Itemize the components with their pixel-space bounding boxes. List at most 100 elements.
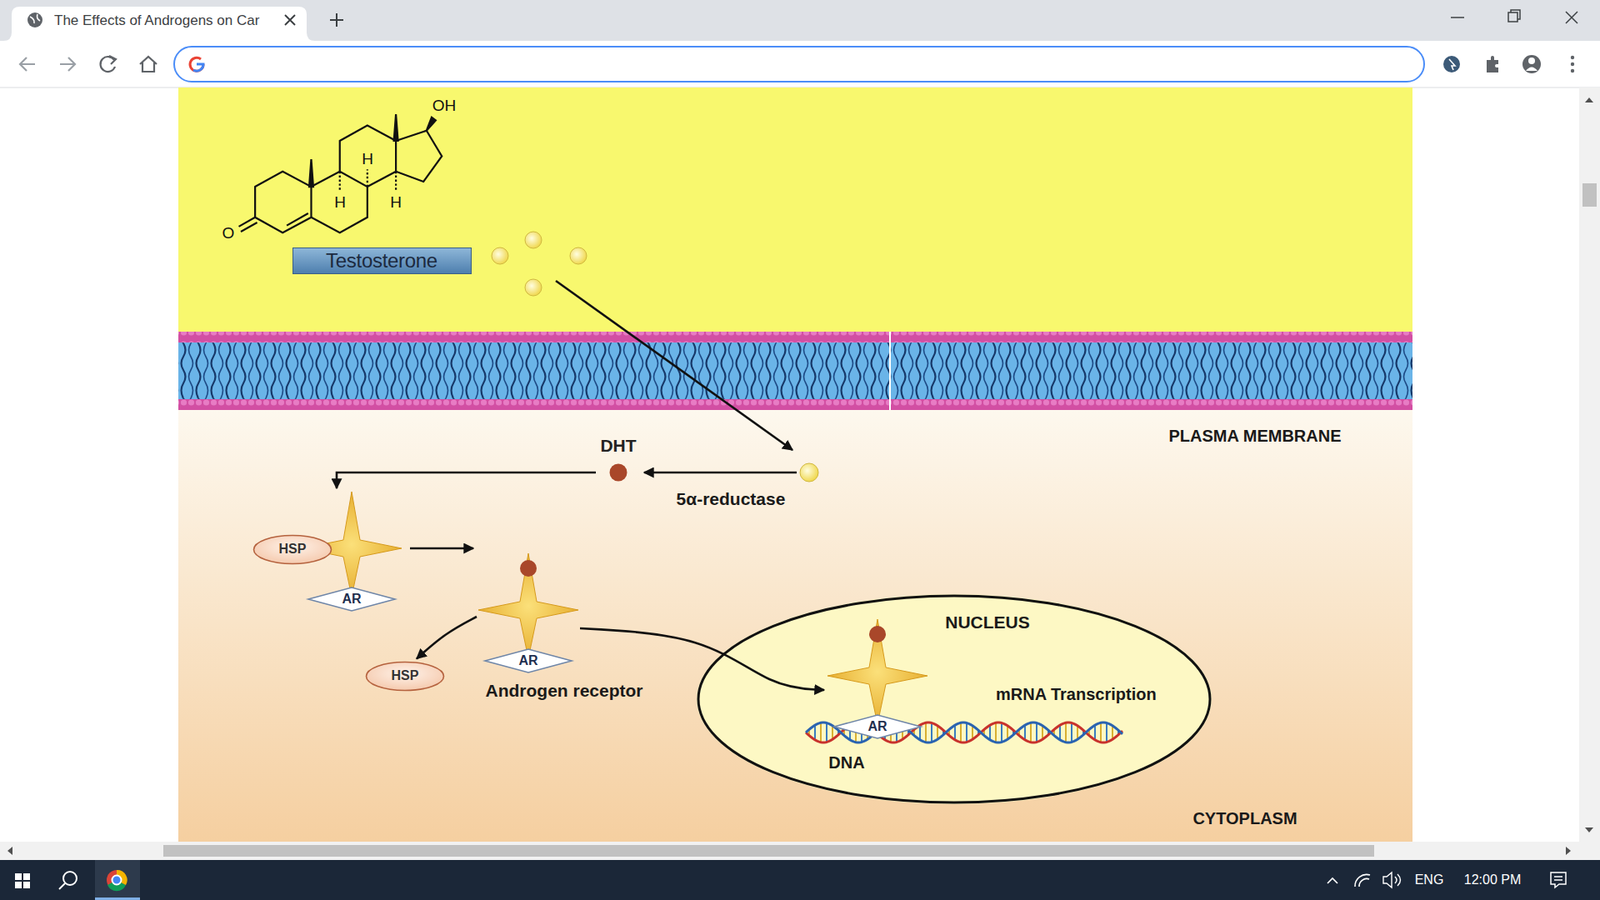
layout-rect [1582, 183, 1597, 207]
layout-rect [0, 40, 1600, 88]
diagram-label: O [222, 223, 235, 243]
dht-dot [609, 463, 628, 482]
layout-path [30, 14, 40, 24]
layout-path [1383, 872, 1401, 888]
dna-rung [1105, 723, 1108, 743]
layout-path [1565, 11, 1578, 24]
node-label: DHT [597, 435, 640, 456]
layout-rect [23, 881, 30, 889]
dna-rung [930, 723, 933, 743]
layout-rect [178, 87, 1413, 332]
dna-rung [971, 725, 974, 740]
hsp-ellipse: HSP [252, 534, 333, 565]
dna-rung [1070, 723, 1073, 743]
layout-circle [800, 463, 819, 482]
layout-circle [1570, 62, 1575, 66]
dna-rung [1035, 723, 1038, 743]
dna-rung [814, 725, 816, 740]
layout-path [1565, 846, 1571, 855]
layout-path [330, 13, 344, 27]
node-label: AR [300, 591, 404, 607]
layout-path [1449, 59, 1455, 70]
dna-rung [1000, 723, 1003, 743]
layout-path [286, 213, 309, 226]
diagram-label: DNA [828, 752, 865, 773]
tab-title: The Effects of Androgens on Car [54, 11, 260, 30]
layout-path [109, 55, 116, 65]
layout-path [1585, 827, 1594, 833]
toolbar [0, 40, 1600, 88]
layout-path [395, 130, 442, 182]
diagram-label: H [390, 192, 402, 212]
steroid-structure [239, 114, 443, 233]
dna-rung [925, 722, 927, 742]
diagram-label: mRNA Transcription [995, 684, 1157, 705]
layout-path [3, 6, 315, 41]
layout-rect [178, 331, 1413, 343]
layout-circle [63, 871, 77, 885]
layout-path [100, 56, 115, 72]
layout-path [339, 171, 341, 192]
layout-path [366, 169, 369, 187]
layout-line [889, 331, 891, 410]
node-label: AR [825, 719, 930, 735]
dna-rung [1065, 722, 1067, 742]
molecule-box: Testosterone [292, 247, 472, 275]
dna-rung [1006, 725, 1009, 740]
dna-rung [936, 725, 939, 740]
layout-path [1486, 55, 1499, 73]
layout-rect [178, 399, 1413, 410]
receptor-star [301, 491, 402, 597]
layout-rect [1508, 12, 1518, 22]
layout-path [255, 171, 311, 233]
layout-rect [0, 841, 1600, 860]
diagram-label: H [361, 149, 374, 169]
dna-rung [1024, 725, 1026, 740]
dna-rung [1100, 722, 1102, 742]
diagram-label: PLASMA MEMBRANE [1168, 425, 1341, 446]
layout-path [190, 57, 204, 71]
dht-dot [610, 464, 628, 482]
layout-path [555, 280, 793, 450]
layout-path [426, 117, 436, 131]
diagram-label: Androgen receptor [485, 680, 643, 701]
layout-rect [95, 860, 140, 900]
layout-rect [178, 410, 1413, 842]
receptor-star [478, 553, 579, 659]
molecule-dots [491, 231, 819, 482]
layout-path [285, 15, 295, 25]
layout-path [309, 159, 314, 187]
layout-circle [1570, 55, 1575, 60]
arrow-connector [410, 547, 474, 550]
layout-rect [0, 0, 1600, 41]
layout-circle [1570, 69, 1575, 73]
dna-rung [1030, 722, 1032, 742]
dna-rung [954, 725, 956, 740]
dna-rung [1076, 725, 1079, 740]
layout-path [340, 125, 396, 187]
dht-dot [869, 625, 886, 643]
dna-rung [995, 722, 997, 742]
layout-path [1585, 97, 1594, 103]
layout-path [20, 57, 35, 71]
dna-rung [960, 722, 962, 742]
diagram-ground [178, 87, 1413, 842]
dna-rung [831, 725, 834, 740]
layout-path [644, 471, 797, 475]
layout-path [1525, 67, 1538, 72]
layout-path [1355, 874, 1370, 887]
node-label: HSP [279, 541, 307, 557]
tab-strip [0, 0, 1600, 41]
dht-dot [520, 560, 537, 577]
layout-rect [95, 897, 140, 900]
arrow-connector [336, 472, 596, 489]
layout-circle [1522, 55, 1541, 74]
node-label: AR [476, 653, 580, 669]
layout-rect [163, 845, 1375, 857]
layout-path [310, 171, 367, 233]
molecule-dot: DHT [597, 435, 640, 482]
layout-path [7, 846, 13, 855]
layout-circle [570, 247, 587, 265]
